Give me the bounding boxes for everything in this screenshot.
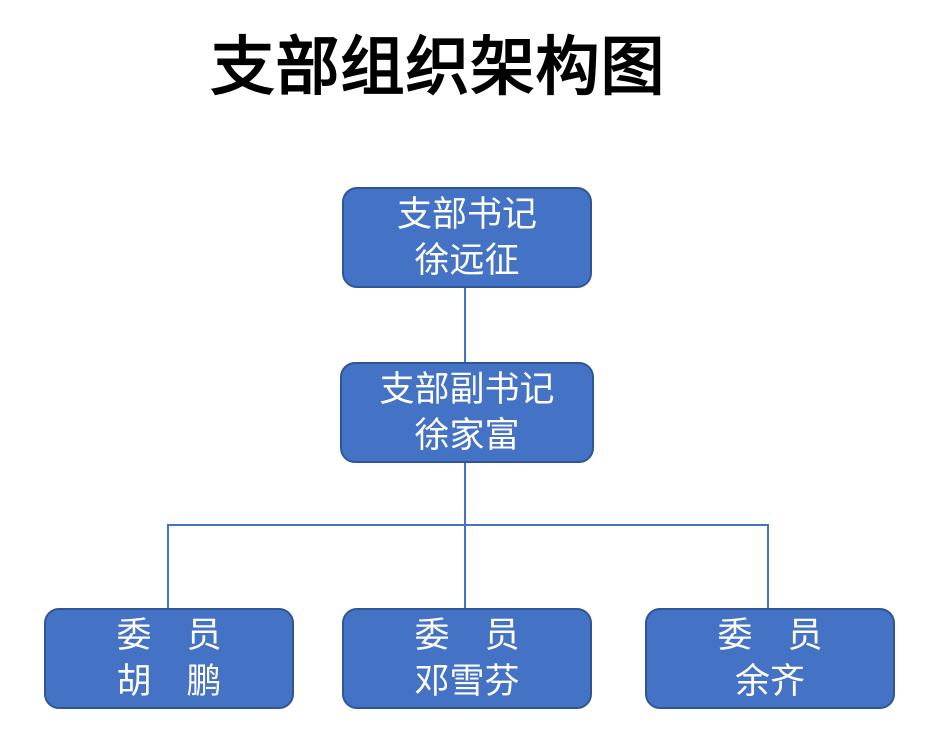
org-node-member-1[interactable]: 委 员 胡 鹏: [44, 608, 294, 709]
connector-deputy-to-branch: [464, 462, 466, 525]
connector-branch-horizontal: [167, 524, 769, 526]
node-person: 余齐: [734, 661, 805, 701]
connector-branch-to-member-3: [767, 525, 769, 609]
page-title: 支部组织架构图: [210, 32, 666, 103]
node-person: 徐远征: [414, 240, 520, 280]
org-node-deputy-secretary[interactable]: 支部副书记 徐家富: [340, 362, 594, 463]
node-role: 支部书记: [396, 194, 537, 234]
node-person: 邓雪芬: [414, 661, 520, 701]
connector-branch-to-member-1: [167, 525, 169, 609]
node-role: 委 员: [116, 615, 222, 655]
connector-branch-to-member-2: [464, 525, 466, 609]
node-role: 支部副书记: [379, 369, 555, 409]
node-role: 委 员: [717, 615, 823, 655]
org-node-member-3[interactable]: 委 员 余齐: [645, 608, 895, 709]
org-node-secretary[interactable]: 支部书记 徐远征: [342, 187, 592, 288]
node-role: 委 员: [414, 615, 520, 655]
connector-secretary-to-deputy: [464, 288, 466, 363]
node-person: 胡 鹏: [116, 661, 222, 701]
org-node-member-2[interactable]: 委 员 邓雪芬: [342, 608, 592, 709]
node-person: 徐家富: [414, 415, 520, 455]
